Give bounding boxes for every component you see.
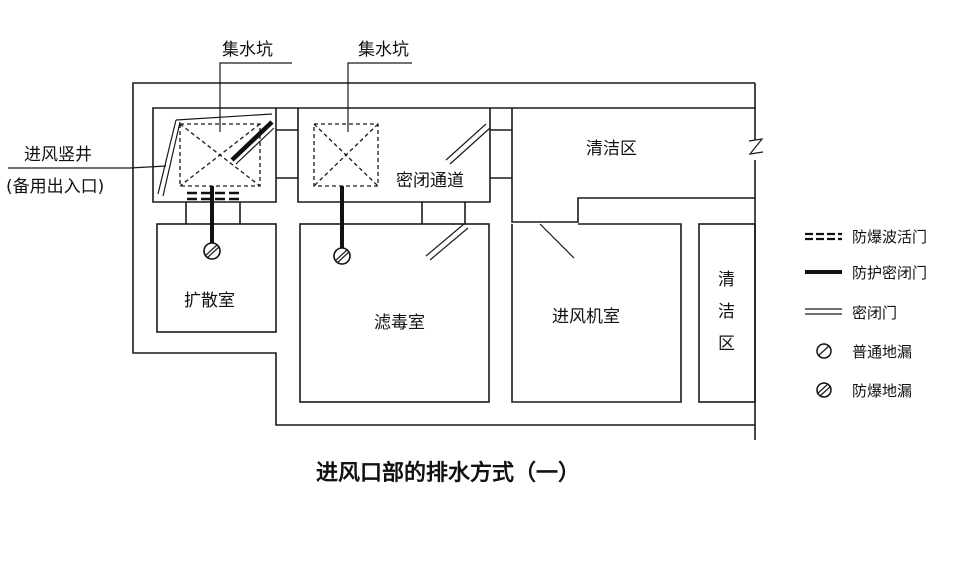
sealed-passage-wall	[297, 108, 491, 203]
shaft-door	[157, 113, 273, 197]
legend-label-airtight-door: 密闭门	[852, 304, 897, 322]
label-sump-right: 集水坑	[358, 40, 409, 60]
legend-label-floor-drain: 普通地漏	[852, 343, 912, 361]
label-filter-room: 滤毒室	[374, 313, 425, 333]
sump-pit-right	[313, 123, 379, 187]
fan-room-door	[539, 223, 575, 259]
upper-rooms-wall	[152, 107, 755, 203]
clean-area-vertical-wall	[698, 223, 756, 403]
label-clean-vertical-2: 洁	[718, 302, 735, 322]
airtight-door-filter	[425, 223, 469, 261]
diffusion-room-wall	[156, 223, 277, 333]
leader-shaft	[8, 165, 167, 169]
legend-blast-floor-drain-icon	[816, 382, 832, 398]
protective-door	[230, 120, 275, 165]
legend: 防爆波活门 防护密闭门 密闭门 普通地漏 防爆地漏	[805, 228, 927, 400]
label-shaft: 进风竖井	[24, 145, 92, 165]
clean-area-wall	[511, 108, 755, 223]
label-shaft-note: (备用出入口)	[6, 177, 104, 197]
sump-pit-left	[179, 123, 261, 187]
blast-valve	[187, 191, 241, 201]
blast-floor-drain-right	[333, 247, 351, 265]
leader-sump-left	[219, 62, 292, 132]
leader-sump-right	[347, 62, 412, 132]
outer-wall	[132, 82, 755, 426]
blast-floor-drain-left	[203, 242, 221, 260]
label-fan-room: 进风机室	[552, 307, 620, 327]
label-sump-left: 集水坑	[222, 40, 273, 60]
diagram-caption: 进风口部的排水方式（一）	[316, 460, 580, 486]
filter-room-wall	[299, 223, 490, 403]
label-clean-vertical-1: 清	[718, 270, 735, 290]
fan-room-wall	[511, 223, 682, 403]
legend-label-protective-door: 防护密闭门	[852, 264, 927, 282]
label-diffusion-room: 扩散室	[184, 291, 235, 311]
label-sealed-passage: 密闭通道	[396, 171, 464, 191]
legend-label-blast-valve: 防爆波活门	[852, 228, 927, 246]
label-clean-area: 清洁区	[586, 139, 637, 159]
break-mark	[748, 138, 764, 155]
airtight-door-passage	[445, 123, 491, 165]
legend-label-blast-floor-drain: 防爆地漏	[852, 382, 912, 400]
legend-floor-drain-icon	[816, 343, 832, 359]
label-clean-vertical-3: 区	[718, 334, 735, 354]
legend-blast-valve-icon	[805, 232, 842, 241]
legend-airtight-door-icon	[805, 308, 842, 315]
